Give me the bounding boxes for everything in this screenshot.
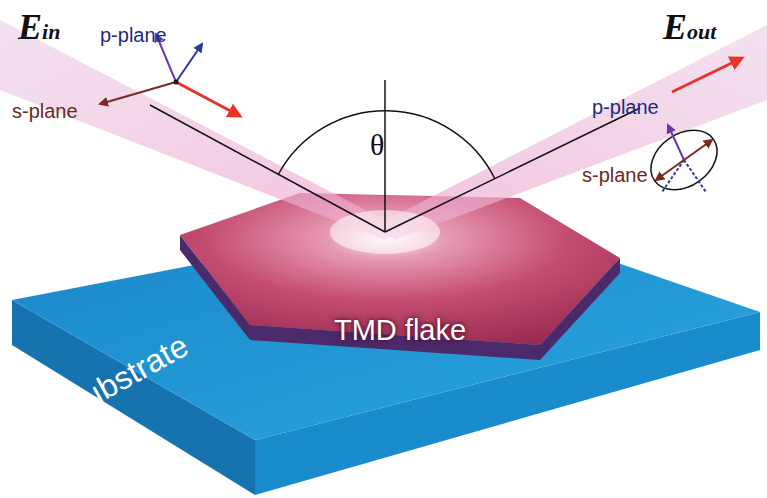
field-label: Ein [18, 8, 60, 48]
substrate-label: substrate [62, 328, 194, 423]
plane-label: s-plane [582, 164, 648, 186]
plane-label: p-plane [592, 96, 659, 118]
flake-region: TMD flake [180, 195, 620, 345]
field-label: Eout [663, 8, 716, 48]
plane-label: s-plane [12, 100, 78, 122]
flake-label: TMD flake [334, 315, 466, 347]
plane-label: p-plane [100, 24, 167, 46]
substrate-block: substrate TMD flake [0, 210, 767, 498]
angle-symbol: θ [370, 128, 384, 161]
